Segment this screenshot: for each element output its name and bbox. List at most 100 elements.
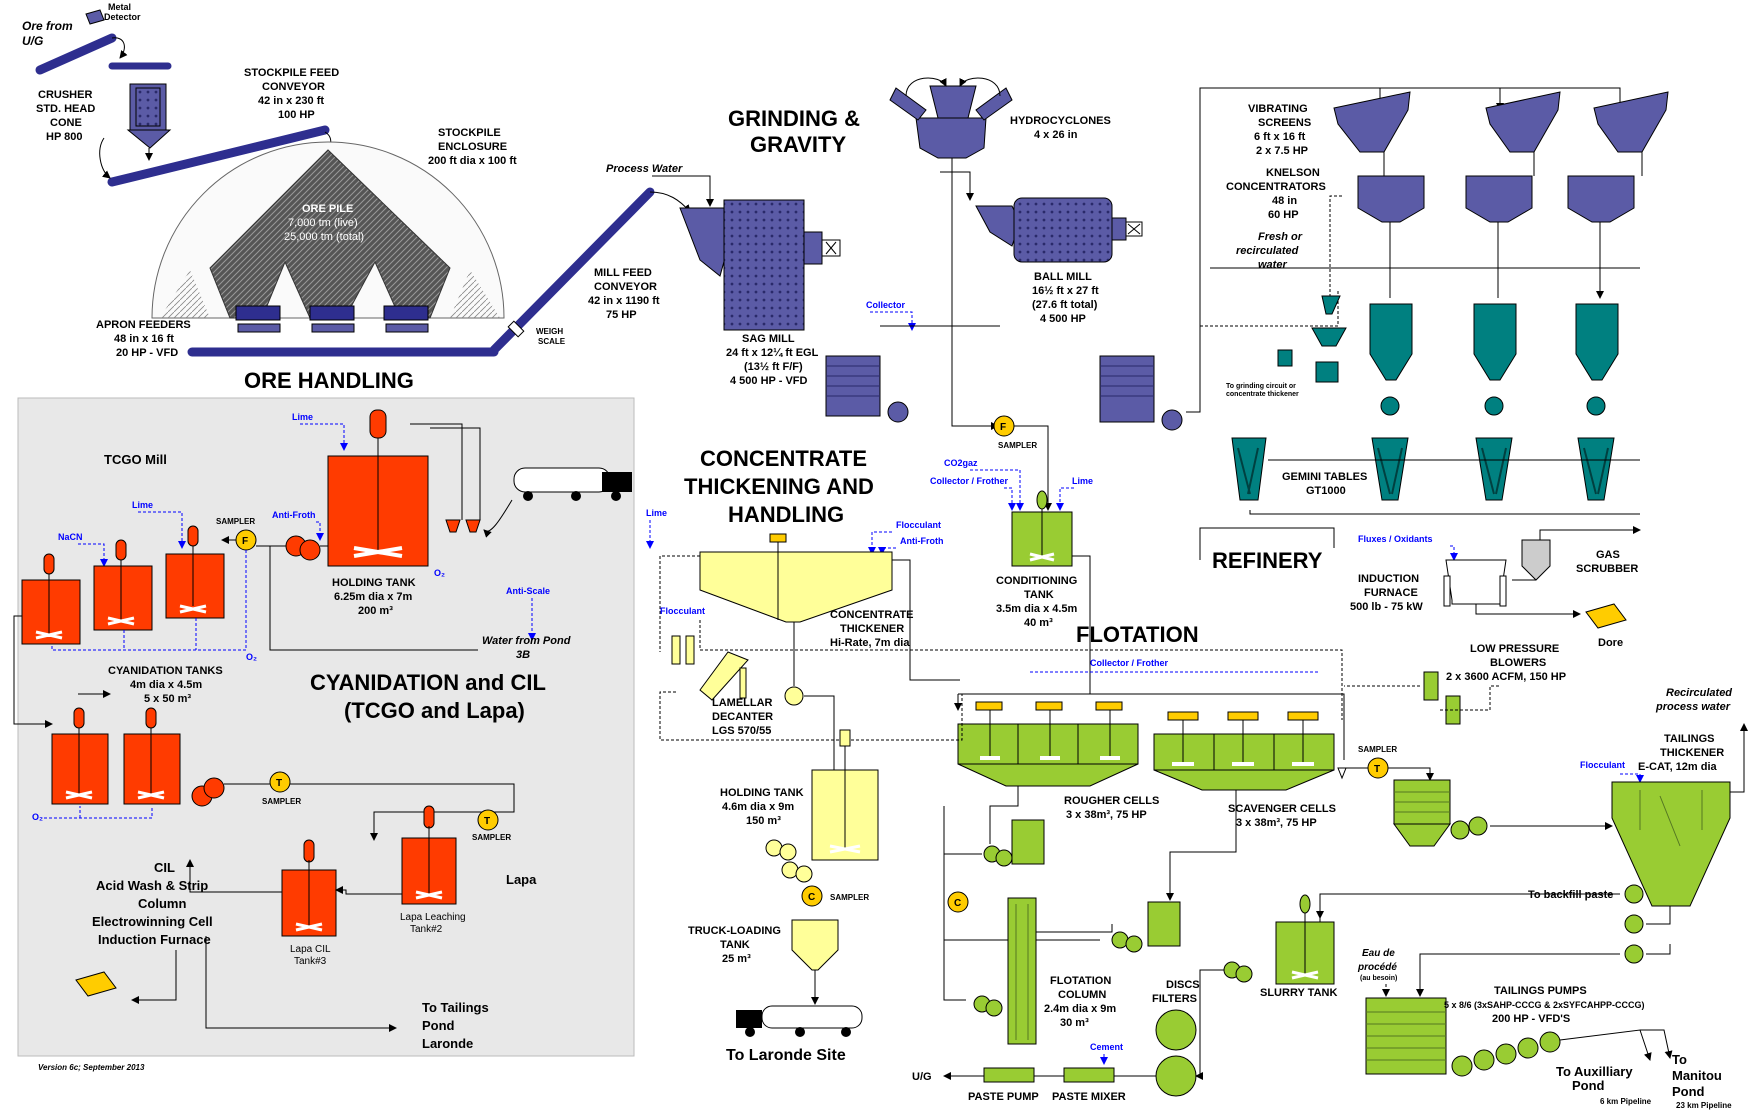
manitou-label: To [1672,1052,1687,1067]
eau-label: Eau de [1362,948,1395,959]
apron-feeders [235,305,429,333]
spf-label-2: CONVEYOR [262,81,325,93]
tt-label: TAILINGS [1664,733,1715,745]
apron-label: APRON FEEDERS [96,319,191,331]
sampler-t-cyan-1 [269,771,291,793]
wfp-label-2: 3B [516,649,530,661]
ug-label: U/G [912,1071,932,1083]
tt-label-2: THICKENER [1660,747,1724,759]
spe-label-2: ENCLOSURE [438,141,507,153]
scavenger-label-2: 3 x 38m³, 75 HP [1236,817,1317,829]
tanker-truck-icon [513,467,632,501]
gravity-hopper-4 [1315,361,1339,383]
lapa-cil-label: Lapa CIL [290,944,331,955]
tailings-pumps [1451,1031,1561,1077]
gemini-label-2: GT1000 [1306,485,1346,497]
lime-label-3: Lime [292,412,313,422]
cil-label-4: Electrowinning Cell [92,914,213,929]
slurry-label: SLURRY TANK [1260,987,1337,999]
apron-label-2: 48 in x 16 ft [114,333,174,345]
scavenger-label: SCAVENGER CELLS [1228,803,1336,815]
hydrocyclones [915,117,987,159]
sampler-label-5: SAMPLER [262,797,301,806]
ball-label-2: 16½ ft x 27 ft [1032,285,1099,297]
antifroth-label-ct: Anti-Froth [900,536,943,546]
lime-label-1: Lime [1072,476,1093,486]
lpb-label-3: 2 x 3600 ACFM, 150 HP [1446,671,1566,683]
cyanidation-area: TCGO Mill Lime HOLDING TANK 6.25m dia x … [13,409,632,1072]
refinery-area: REFINERY Fluxes / Oxidants INDUCTION FUR… [1212,526,1641,649]
aux-label-3: 6 km Pipeline [1600,1097,1652,1106]
fc-label-3: 2.4m dia x 9m [1044,1003,1116,1015]
sag-mill [723,199,805,331]
vibrating-screen-2 [1485,91,1561,153]
ore-from-label: Ore from [22,19,73,33]
cyt-label-2: 4m dia x 4.5m [130,679,202,691]
concentrate-truck-icon [736,1005,863,1037]
crusher-label-2: STD. HEAD [36,103,95,115]
fluxes-label: Fluxes / Oxidants [1358,534,1433,544]
ball-label-4: 4 500 HP [1040,313,1086,325]
o2-label-3: O₂ [32,812,43,822]
ball-mill [1013,197,1113,263]
induction-label-3: 500 lb - 75 kW [1350,601,1423,613]
truck-label-2: TANK [720,939,750,951]
fc-label-2: COLUMN [1058,989,1106,1001]
paste-pump [983,1067,1035,1083]
lpb-label-2: BLOWERS [1490,657,1546,669]
antifroth-label-cy: Anti-Froth [272,510,315,520]
mfc-label: MILL FEED [594,267,652,279]
eau-label-2: procédé [1357,962,1397,973]
tailings-label: To Tailings [422,1000,489,1015]
lime-label-4: Lime [132,500,153,510]
cyclone-feed-pump [887,401,909,423]
metal-detector-label-2: Detector [104,12,141,22]
weigh-scale-label: WEIGH [536,327,563,336]
collector-frother-label-2: Collector / Frother [1090,658,1169,668]
lam-label-3: LGS 570/55 [712,725,771,737]
gemini-tables [1231,437,1615,501]
section-conc-2: THICKENING AND [684,474,874,499]
gravity-hopper-2 [1311,327,1347,347]
lam-label-2: DECANTER [712,711,773,723]
gravity-hopper-3 [1277,349,1293,367]
knelson-3 [1567,175,1635,223]
scavenger-mechanisms [1167,711,1319,721]
mfc-label-3: 42 in x 1190 ft [588,295,660,307]
weigh-scale-icon [507,320,525,338]
tailings-label-2: Pond [422,1018,455,1033]
cyan-discharge-pump [191,777,225,807]
sampler-f-1-letter: F [1000,422,1006,433]
knelson-label-3: 48 in [1272,195,1297,207]
sag-feed-chute [679,207,731,277]
collector-label: Collector [866,300,906,310]
gemini-label: GEMINI TABLES [1282,471,1367,483]
weigh-scale-label-2: SCALE [538,337,566,346]
lamellar-decanter [671,635,749,701]
hydro-label-2: 4 x 26 in [1034,129,1078,141]
vibrating-screen-3 [1593,91,1669,153]
spf-label-4: 100 HP [278,109,315,121]
lapa-cil-label-2: Tank#3 [294,956,327,967]
section-grinding-2: GRAVITY [750,132,846,157]
version-label: Version 6c; September 2013 [38,1063,145,1072]
process-water-label: Process Water [606,163,683,175]
antiscale-label: Anti-Scale [506,586,550,596]
flocculant-label-lam: Flocculant [660,606,705,616]
cyanidation-tanks-row2 [51,733,181,805]
ht1-label-2: 6.25m dia x 7m [334,591,412,603]
cil-label-2: Acid Wash & Strip [96,878,208,893]
ct-label-3: Hi-Rate, 7m dia [830,637,910,649]
concentrate-area: CONCENTRATE THICKENING AND HANDLING Lime… [646,446,963,1064]
section-flotation: FLOTATION [1076,622,1199,647]
tp-label-3: 200 HP - VFD'S [1492,1013,1570,1025]
sampler-label-6: SAMPLER [472,833,511,842]
truck-label-3: 25 m³ [722,953,751,965]
o2-label-1: O₂ [434,568,445,578]
sag-label-2: 24 ft x 12¼ ft EGL [726,347,819,359]
stockpile-feed-conveyor [107,125,330,187]
section-grinding-1: GRINDING & [728,106,860,131]
rougher-cells [957,723,1139,787]
recirc-label-2: process water [1655,701,1731,713]
fresh-water-label: Fresh or [1258,231,1303,243]
